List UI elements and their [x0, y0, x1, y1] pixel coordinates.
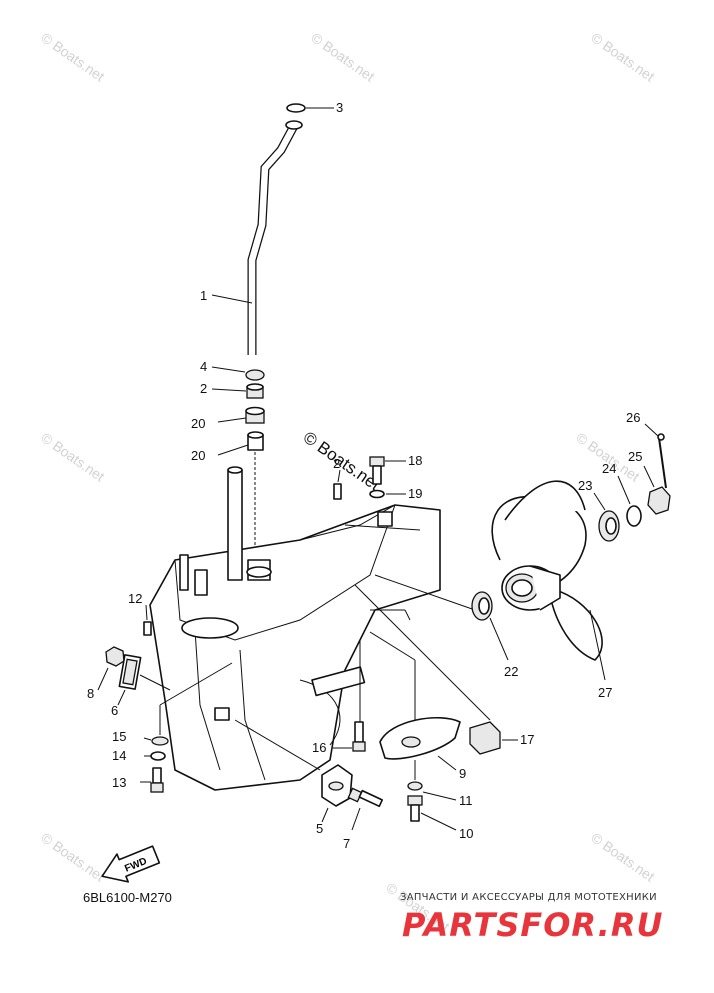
callout-15: 15 [112, 729, 126, 744]
part-25-nut [647, 486, 671, 515]
part-16-bolt [352, 721, 366, 752]
callout-26: 26 [626, 410, 640, 425]
callout-20: 20 [191, 448, 205, 463]
lower-casing [149, 466, 441, 791]
part-27-propeller [491, 480, 603, 661]
callout-2: 2 [200, 381, 207, 396]
watermark: © Boats.net [588, 829, 657, 884]
part-24-washer [626, 505, 642, 527]
part-15-washer [151, 736, 169, 746]
callout-2b: 2 [333, 456, 340, 471]
part-17-anode [469, 721, 501, 755]
part-2-seal [246, 383, 264, 399]
part-12-pin [143, 621, 152, 636]
part-11-washer [407, 781, 423, 791]
part-19-washer [369, 489, 385, 499]
callout-16: 16 [312, 740, 326, 755]
part-9-trim-tab [379, 716, 461, 760]
callout-10: 10 [459, 826, 473, 841]
watermark: © Boats.net [308, 29, 377, 84]
part-10-bolt [407, 795, 423, 822]
part-4-grommet [245, 369, 265, 381]
brand-tagline: ЗАПЧАСТИ И АКСЕССУАРЫ ДЛЯ МОТОТЕХНИКИ [400, 892, 657, 903]
part-7-bolt [347, 787, 384, 808]
callout-22: 22 [504, 664, 518, 679]
callout-1: 1 [200, 288, 207, 303]
callout-8: 8 [87, 686, 94, 701]
watermark: © Boats.net [38, 829, 107, 884]
diagram-code: 6BL6100-M270 [83, 890, 172, 905]
part-21-guide [245, 406, 265, 424]
callout-19: 19 [408, 486, 422, 501]
watermark: © Boats.net [38, 429, 107, 484]
callout-14: 14 [112, 748, 126, 763]
part-8-nut [105, 646, 125, 667]
part-26-cotter-pin [657, 433, 667, 489]
callout-17: 17 [520, 732, 534, 747]
part-1-water-tube [247, 120, 303, 355]
callout-24: 24 [602, 461, 616, 476]
callout-13: 13 [112, 775, 126, 790]
callout-5: 5 [316, 821, 323, 836]
fwd-arrow: FWD [101, 845, 161, 883]
callout-21: 20 [191, 416, 205, 431]
part-18-bolt [369, 456, 385, 485]
part-3-washer [286, 103, 306, 113]
callout-25: 25 [628, 449, 642, 464]
part-23-spacer [598, 510, 620, 542]
callout-6: 6 [111, 703, 118, 718]
callout-4: 4 [200, 359, 207, 374]
callout-3: 3 [336, 100, 343, 115]
part-6-plate [118, 654, 142, 690]
part-13-bolt [150, 767, 164, 793]
part-2-pin [333, 483, 342, 500]
callout-7: 7 [343, 836, 350, 851]
part-20-bushing [247, 431, 264, 451]
callouts: 3 1 4 2 20 20 12 8 6 15 14 13 2 18 19 16… [87, 100, 642, 851]
callout-18: 18 [408, 453, 422, 468]
callout-27: 27 [598, 685, 612, 700]
callout-23: 23 [578, 478, 592, 493]
callout-12: 12 [128, 591, 142, 606]
watermark: © Boats.net [38, 29, 107, 84]
callout-9: 9 [459, 766, 466, 781]
part-14-washer [150, 751, 166, 761]
callout-11: 11 [459, 793, 473, 808]
part-22-thrust-washer [471, 591, 493, 621]
watermark: © Boats.net [588, 29, 657, 84]
brand-logo[interactable]: PARTSFOR.RU [402, 906, 664, 944]
part-5-bracket [321, 764, 353, 807]
